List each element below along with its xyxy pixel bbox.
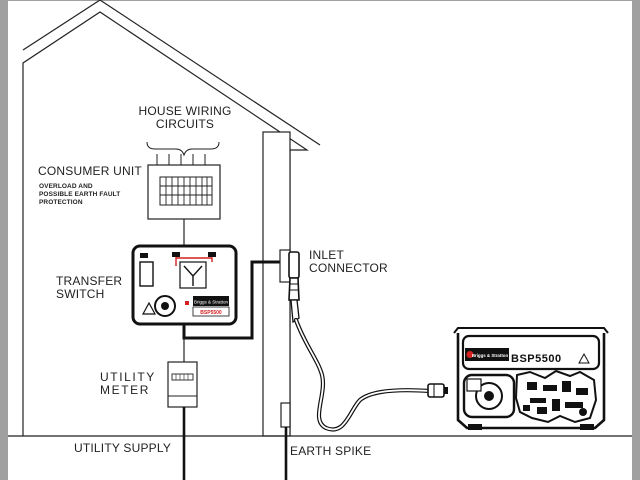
consumer-unit-circuits xyxy=(156,154,206,165)
roof-inner-line xyxy=(22,0,101,51)
generator-frame-top xyxy=(453,327,609,334)
generator-brand-logo-icon xyxy=(466,351,474,358)
generator-engine-detail xyxy=(523,381,588,416)
consumer-unit-label: CONSUMER UNIT xyxy=(38,164,142,178)
transfer-switch-red-dot xyxy=(185,301,189,305)
transfer-switch-label-line-1: TRANSFER xyxy=(56,274,123,288)
warning-triangle-icon xyxy=(141,301,157,315)
transfer-switch-label-plate xyxy=(140,253,148,258)
breaker-grid xyxy=(160,177,212,205)
frame-right-bar xyxy=(632,0,640,480)
house-wiring-label: HOUSE WIRING CIRCUITS xyxy=(130,105,240,130)
utility-meter-display xyxy=(171,373,194,381)
transfer-switch-brand-text: Briggs & Stratton xyxy=(194,300,229,305)
generator-wheel-left xyxy=(468,424,482,430)
generator-warning-icon xyxy=(578,352,590,364)
inlet-connector-label: INLET CONNECTOR xyxy=(309,249,388,274)
inlet-strain-relief xyxy=(290,299,300,324)
transfer-switch-contact-left xyxy=(172,252,180,257)
generator-alternator-hub xyxy=(484,391,494,401)
inlet-connector-label-line-2: CONNECTOR xyxy=(309,260,388,275)
transfer-switch-inlet-pins xyxy=(161,302,169,310)
generator-cable-outer xyxy=(293,317,433,432)
transfer-switch-selector-arrows xyxy=(183,265,203,286)
transfer-switch-brand-plate xyxy=(193,296,229,306)
earth-spike-label: EARTH SPIKE xyxy=(290,444,372,458)
frame-left-bar xyxy=(0,0,8,480)
generator-plug xyxy=(427,383,445,398)
transfer-switch-model-plate xyxy=(192,306,230,317)
roof-inner-line-right xyxy=(99,0,321,146)
utility-meter-label-line-2: METER xyxy=(100,382,150,397)
consumer-unit-note-line-3: PROTECTION xyxy=(39,199,83,207)
house-wiring-label-line-2: CIRCUITS xyxy=(155,116,215,131)
utility-supply-label: UTILITY SUPPLY xyxy=(74,441,172,455)
generator-cable-inner xyxy=(295,319,431,431)
transfer-switch-socket-left xyxy=(139,261,154,287)
house-wiring-label-line-1: HOUSE WIRING xyxy=(138,104,232,118)
utility-meter-label-line-1: UTILITY xyxy=(100,370,156,384)
transfer-switch-label-line-2: SWITCH xyxy=(56,286,105,301)
generator-frame xyxy=(456,333,606,430)
generator-brand-badge xyxy=(465,348,509,361)
generator: Briggs & Stratton BSP5500 xyxy=(453,327,609,430)
utility-meter-digits xyxy=(175,374,189,380)
generator-model-text: BSP5500 xyxy=(511,353,562,365)
utility-meter-box xyxy=(167,361,198,408)
earth-spike-clamp xyxy=(280,402,291,428)
inlet-connector-plug-body xyxy=(288,277,300,301)
inlet-connector-plug xyxy=(288,251,300,279)
transfer-switch-model-text: BSP5500 xyxy=(200,310,222,316)
consumer-unit-note-line-2: POSSIBLE EARTH FAULT xyxy=(39,191,121,199)
consumer-unit-note: OVERLOAD AND POSSIBLE EARTH FAULT PROTEC… xyxy=(39,183,120,207)
breaker-panel xyxy=(159,176,213,206)
inlet-connector-label-line-1: INLET xyxy=(309,248,345,262)
generator-plug-tip xyxy=(444,387,448,394)
generator-brand-text: Briggs & Stratton xyxy=(472,353,509,358)
transfer-switch-contact-right xyxy=(208,252,216,257)
consumer-unit-note-line-1: OVERLOAD AND xyxy=(39,183,93,190)
transfer-switch-label: TRANSFER SWITCH xyxy=(56,275,122,300)
generator-outlet-panel xyxy=(466,378,482,392)
house-wiring-brace xyxy=(146,141,220,157)
generator-wheel-right xyxy=(580,424,594,430)
switch-to-meter-cable xyxy=(182,260,280,340)
utility-meter-label: UTILITY METER xyxy=(100,371,156,396)
wall-pillar xyxy=(262,131,291,437)
